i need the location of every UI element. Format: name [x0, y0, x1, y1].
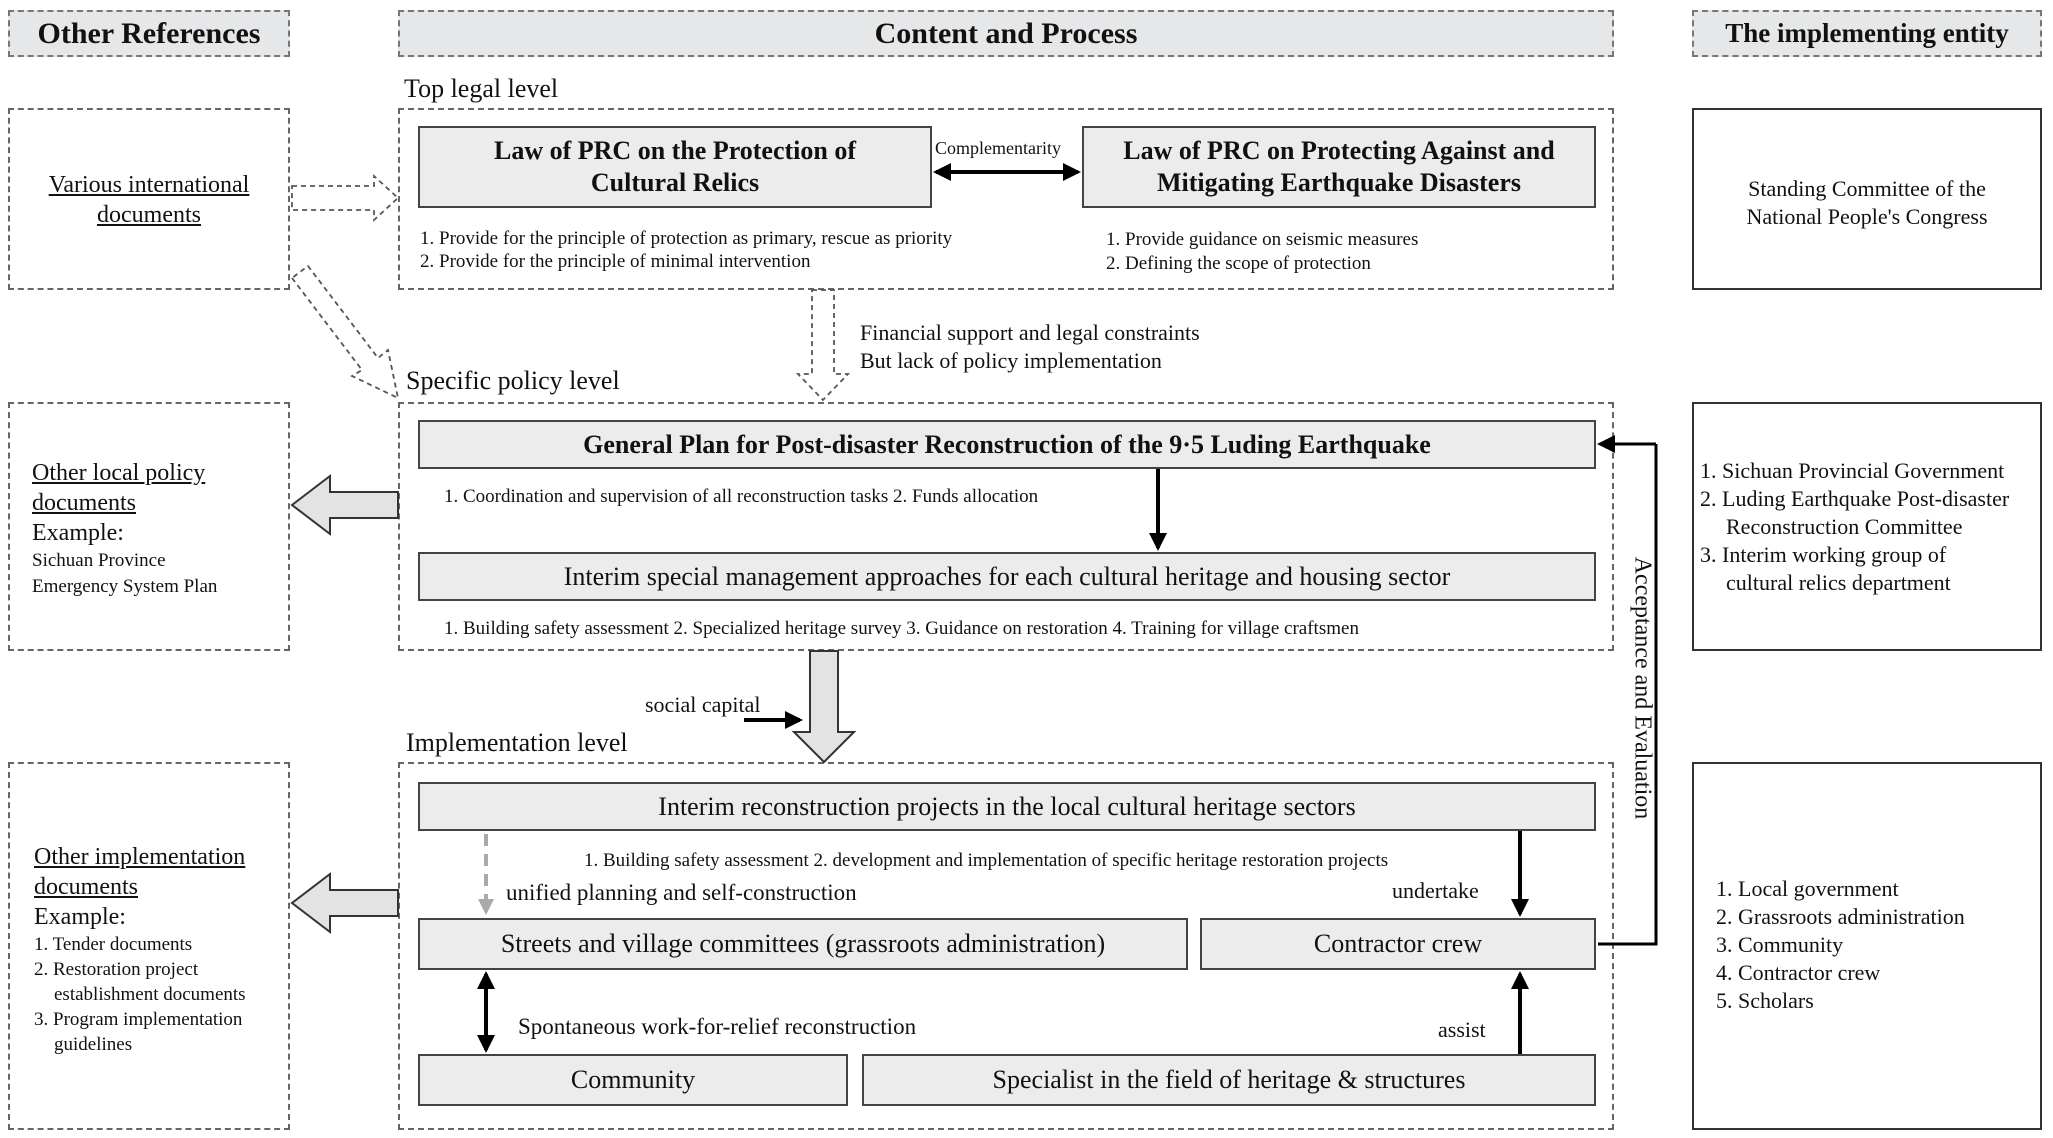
- acceptance-loop-line: [1598, 444, 1658, 946]
- entity-specific-box: 1. Sichuan Provincial Government 2. Ludi…: [1692, 402, 2042, 651]
- assist-label: assist: [1438, 1017, 1486, 1042]
- ref-impl-item-3b: guidelines: [54, 1034, 133, 1055]
- earthquake-note-2: 2. Defining the scope of protection: [1106, 253, 1371, 274]
- community-box: Community: [418, 1054, 848, 1106]
- ref-international-box: Various international documents: [8, 108, 290, 290]
- law-earthquake-box: Law of PRC on Protecting Against and Mit…: [1082, 126, 1596, 208]
- earthquake-note-1: 1. Provide guidance on seismic measures: [1106, 229, 1419, 250]
- level-top-label: Top legal level: [404, 74, 559, 103]
- undertake-label: undertake: [1392, 878, 1479, 903]
- relics-note-1: 1. Provide for the principle of protecti…: [420, 228, 953, 249]
- ref-local-title-1: Other local policy: [32, 460, 206, 486]
- reconstruction-projects-box: Interim reconstruction projects in the l…: [418, 782, 1596, 831]
- top-legal-level-box: [398, 108, 1614, 290]
- social-capital-label: social capital: [645, 692, 761, 717]
- general-plan-notes: 1. Coordination and supervision of all r…: [444, 486, 1039, 507]
- ref-local-item-1: Sichuan Province: [32, 550, 166, 571]
- general-plan-box: General Plan for Post-disaster Reconstru…: [418, 420, 1596, 469]
- financial-note-2: But lack of policy implementation: [860, 348, 1162, 373]
- interim-approaches-box: Interim special management approaches fo…: [418, 552, 1596, 601]
- intl-to-specific-arrow: [290, 264, 400, 400]
- complementarity-label: Complementarity: [935, 138, 1061, 158]
- reconstruction-projects-notes: 1. Building safety assessment 2. develop…: [584, 850, 1389, 871]
- ref-international-line1: Various international: [48, 172, 250, 198]
- unified-planning-label: unified planning and self-construction: [506, 880, 857, 905]
- entity-impl-5: 5. Scholars: [1716, 988, 1814, 1013]
- entity-top-line2: National People's Congress: [1746, 204, 1988, 229]
- acceptance-evaluation-label: Acceptance and Evaluation: [1629, 556, 1656, 820]
- ref-impl-example: Example:: [34, 904, 126, 930]
- ref-impl-title-2: documents: [34, 874, 138, 900]
- entity-specific-2b: Reconstruction Committee: [1726, 514, 1963, 539]
- entity-specific-3b: cultural relics department: [1726, 570, 1951, 595]
- streets-village-committees-box: Streets and village committees (grassroo…: [418, 918, 1188, 970]
- ref-local-policy-box: Other local policy documents Example: Si…: [8, 402, 290, 651]
- entity-implementation-box: 1. Local government 2. Grassroots admini…: [1692, 762, 2042, 1130]
- interim-approaches-notes: 1. Building safety assessment 2. Special…: [444, 618, 1359, 639]
- ref-implementation-box: Other implementation documents Example: …: [8, 762, 290, 1130]
- entity-specific-3: 3. Interim working group of: [1700, 542, 1947, 567]
- entity-impl-1: 1. Local government: [1716, 876, 1899, 901]
- ref-impl-title-1: Other implementation: [34, 844, 246, 870]
- entity-specific-2: 2. Luding Earthquake Post-disaster: [1700, 486, 2010, 511]
- contractor-crew-box: Contractor crew: [1200, 918, 1596, 970]
- relics-note-2: 2. Provide for the principle of minimal …: [420, 251, 811, 272]
- header-content-process: Content and Process: [398, 10, 1614, 57]
- header-implementing-entity: The implementing entity: [1692, 10, 2042, 57]
- specific-to-implementation-arrow: [791, 650, 857, 764]
- ref-impl-item-2b: establishment documents: [54, 984, 246, 1005]
- specific-policy-level-box: [398, 402, 1614, 651]
- specific-to-local-arrow: [290, 473, 399, 537]
- ref-local-example: Example:: [32, 520, 124, 546]
- ref-international-line2: documents: [97, 202, 201, 228]
- level-specific-label: Specific policy level: [406, 366, 620, 395]
- entity-impl-3: 3. Community: [1716, 932, 1844, 957]
- intl-to-top-arrow: [291, 173, 400, 223]
- ref-local-title-2: documents: [32, 490, 136, 516]
- implementation-to-refs-arrow: [290, 871, 399, 935]
- ref-local-item-2: Emergency System Plan: [32, 576, 218, 597]
- entity-impl-2: 2. Grassroots administration: [1716, 904, 1965, 929]
- header-other-references: Other References: [8, 10, 290, 57]
- ref-impl-item-1: 1. Tender documents: [34, 934, 193, 955]
- ref-impl-item-3: 3. Program implementation: [34, 1009, 243, 1030]
- level-implementation-label: Implementation level: [406, 728, 628, 757]
- ref-impl-item-2: 2. Restoration project: [34, 959, 199, 980]
- top-to-specific-arrow: [795, 289, 851, 402]
- specialist-box: Specialist in the field of heritage & st…: [862, 1054, 1596, 1106]
- entity-top-line1: Standing Committee of the: [1748, 176, 1986, 201]
- law-cultural-relics-box: Law of PRC on the Protection of Cultural…: [418, 126, 932, 208]
- implementation-level-box: [398, 762, 1614, 1130]
- financial-note-1: Financial support and legal constraints: [860, 320, 1200, 345]
- spontaneous-label: Spontaneous work-for-relief reconstructi…: [518, 1014, 917, 1039]
- entity-specific-1: 1. Sichuan Provincial Government: [1700, 458, 2005, 483]
- entity-impl-4: 4. Contractor crew: [1716, 960, 1881, 985]
- entity-top-box: Standing Committee of the National Peopl…: [1692, 108, 2042, 290]
